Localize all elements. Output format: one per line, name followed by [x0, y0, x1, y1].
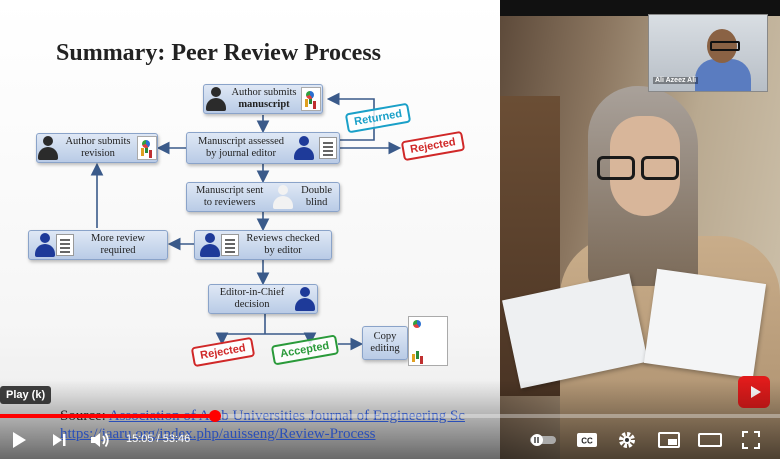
- editor-icon: [199, 233, 221, 257]
- settings-button[interactable]: [614, 426, 640, 454]
- svg-text:CC: CC: [581, 437, 593, 446]
- webcam-name: Ali Azeez Ali: [653, 77, 699, 84]
- editor-in-chief-label: Editor-in-Chief decision: [219, 287, 285, 310]
- theater-button[interactable]: [696, 426, 724, 454]
- manuscript-assessed-label: Manuscript assessed by journal editor: [197, 136, 285, 159]
- more-review-box: More review required: [28, 230, 168, 260]
- reviewer-icon: [34, 233, 56, 257]
- report-chart-icon: [408, 316, 448, 366]
- paper-sheet: [643, 268, 767, 379]
- volume-button[interactable]: [86, 426, 114, 454]
- webcam-person-body: [695, 59, 751, 91]
- document-icon: [56, 234, 74, 256]
- miniplayer-icon: [658, 432, 680, 448]
- next-icon: [53, 434, 66, 446]
- chart-document-icon: [137, 136, 157, 160]
- reviews-checked-box: Reviews checked by editor: [194, 230, 332, 260]
- webcam-overlay: Ali Azeez Ali: [648, 14, 768, 92]
- document-icon: [221, 234, 239, 256]
- manuscript-assessed-box: Manuscript assessed by journal editor: [186, 132, 340, 164]
- volume-icon: [91, 432, 109, 448]
- copy-editing-label: Copy editing: [370, 331, 400, 354]
- theater-icon: [698, 433, 722, 447]
- double-blind-label: Double blind: [301, 185, 333, 208]
- miniplayer-button[interactable]: [656, 426, 682, 454]
- autoplay-toggle[interactable]: [528, 426, 558, 454]
- play-icon: [13, 432, 26, 448]
- fullscreen-button[interactable]: [738, 426, 764, 454]
- glasses-icon: [597, 156, 687, 180]
- fullscreen-icon: [742, 431, 760, 449]
- editor-icon: [293, 136, 315, 160]
- face: [610, 116, 680, 216]
- sent-to-reviewers-label: Manuscript sent to reviewers: [195, 185, 264, 208]
- current-time: 15:05: [126, 433, 154, 445]
- duration: 53:46: [162, 433, 191, 445]
- chief-editor-icon: [294, 287, 316, 311]
- play-button[interactable]: [6, 426, 32, 454]
- editor-in-chief-box: Editor-in-Chief decision: [208, 284, 318, 314]
- captions-button[interactable]: CC: [574, 426, 600, 454]
- time-display: 15:05 / 53:46: [126, 433, 190, 445]
- webcam-person-head: [707, 29, 737, 63]
- control-bar: CC: [0, 426, 780, 454]
- progress-bar[interactable]: [0, 410, 780, 422]
- manuscript-label: manuscript: [238, 99, 290, 110]
- source-url[interactable]: https://jaaru.org/index.php/auisseng/Rev…: [60, 426, 376, 442]
- reviews-checked-label: Reviews checked by editor: [246, 233, 320, 256]
- author-icon: [37, 136, 59, 160]
- captions-icon: CC: [577, 433, 597, 447]
- copy-editing-box: Copy editing: [362, 326, 408, 360]
- sent-to-reviewers-box: Manuscript sent to reviewers Double blin…: [186, 182, 340, 212]
- autoplay-toggle-icon: [530, 434, 556, 446]
- chart-document-icon: [300, 87, 321, 111]
- author-icon: [205, 87, 227, 111]
- author-revision-box: Author submits revision: [36, 133, 158, 163]
- webcam-glasses-icon: [710, 41, 740, 51]
- slide-title: Summary: Peer Review Process: [56, 40, 382, 66]
- scrubber-handle[interactable]: [208, 410, 221, 422]
- progress-fill: [0, 414, 215, 418]
- anonymous-reviewer-icon: [272, 185, 294, 209]
- revision-label: Author submits revision: [65, 136, 131, 159]
- time-separator: /: [153, 433, 163, 445]
- source-link[interactable]: Association of Arab Universities Journal…: [108, 408, 465, 424]
- more-review-label: More review required: [91, 233, 145, 256]
- gear-icon: [619, 432, 635, 448]
- next-button[interactable]: [46, 426, 72, 454]
- author-submits-label: Author submits: [231, 87, 297, 98]
- magnifier-document-icon: [319, 137, 337, 159]
- controls-gradient: [0, 380, 780, 459]
- play-tooltip: Play (k): [0, 386, 52, 404]
